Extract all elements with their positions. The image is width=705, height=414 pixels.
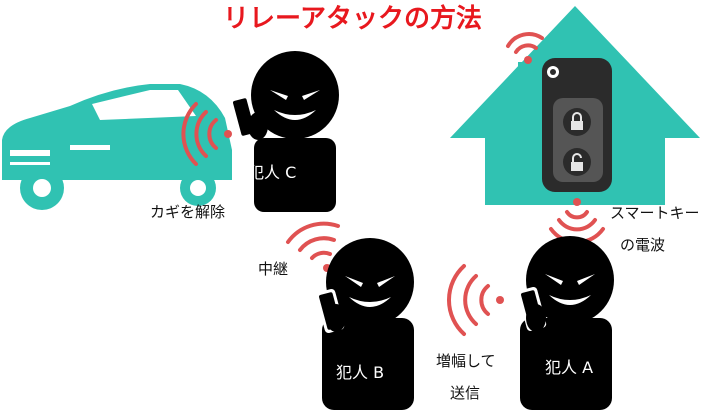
smart-key-icon <box>542 58 612 192</box>
criminal-a-silhouette <box>517 236 614 410</box>
amplify-label-line2: 送信 <box>450 384 481 402</box>
unlock-label: カギを解除 <box>150 203 226 221</box>
smartkey-label-line2: の電波 <box>620 236 666 254</box>
criminal-c-label: 犯人 C <box>248 163 297 182</box>
criminal-b-silhouette <box>315 238 414 410</box>
signal-wave-car <box>181 102 232 166</box>
criminal-a-label: 犯人 A <box>545 358 594 377</box>
signal-wave-house <box>506 32 544 64</box>
diagram-title: リレーアタックの方法 <box>223 4 482 34</box>
criminal-b-label: 犯人 B <box>336 363 385 382</box>
amplify-label-line1: 増幅して <box>436 352 496 370</box>
smartkey-label-line1: スマートキー <box>610 204 700 222</box>
signal-wave-amplify <box>446 264 504 336</box>
criminal-c-silhouette <box>229 51 339 212</box>
relay-label: 中継 <box>258 260 289 278</box>
car-icon <box>2 84 232 210</box>
signal-wave-relay <box>286 221 340 272</box>
